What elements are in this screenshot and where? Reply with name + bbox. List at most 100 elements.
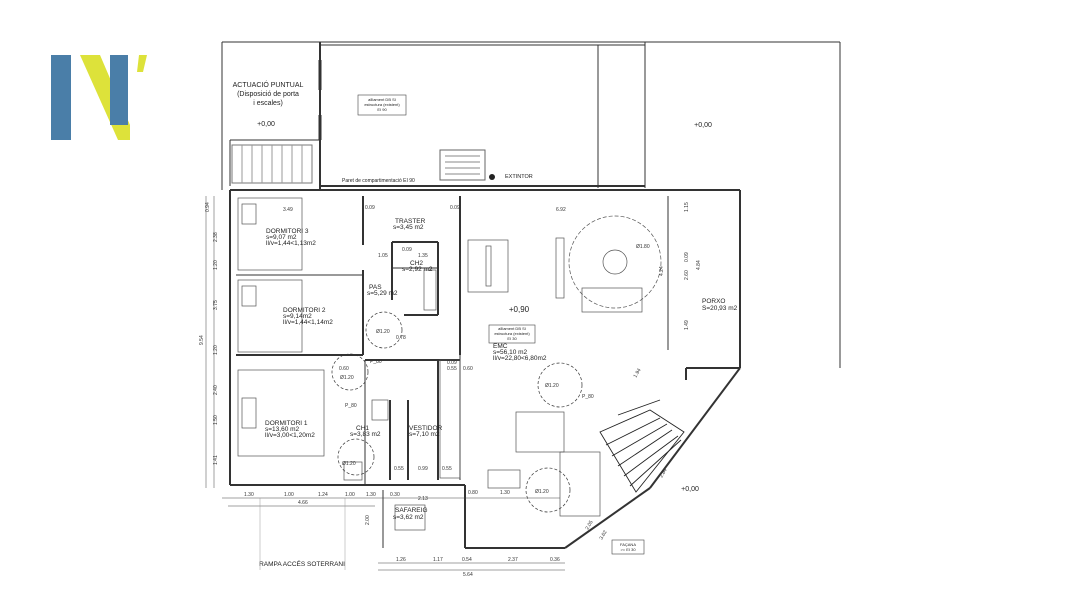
dim-bl-1: 1.30	[244, 492, 254, 498]
notes: ACTUACIÓ PUNTUAL (Disposició de porta i …	[233, 80, 712, 568]
dormitori3-light: ll/v=1,44<1,13m2	[266, 240, 316, 247]
level-living: +0,90	[509, 305, 530, 314]
dim-bm-4: 1.30	[500, 490, 510, 496]
dim-top-1: 3.49	[283, 207, 293, 213]
living-note-3: EI 30	[507, 336, 517, 341]
dim-bl-3: 1.24	[318, 492, 328, 498]
dim-i-18: 4.84	[696, 260, 702, 270]
dim-i-21: 3.62	[599, 529, 609, 541]
dim-i-9: 0.55	[442, 466, 452, 472]
dim-i-8: 0.55	[394, 466, 404, 472]
room-labels: DORMITORI 3 s=9,07 m2 ll/v=1,44<1,13m2 D…	[265, 218, 738, 521]
dim-i-5: 0.60	[463, 366, 473, 372]
dim-top-2: 0.09	[365, 205, 375, 211]
phi-label-5: Ø1.20	[535, 489, 549, 495]
dimension-lines	[205, 196, 565, 571]
facana-rating: >= EI 30	[620, 547, 636, 552]
pas-area: s=5,29 m2	[367, 290, 398, 297]
circle-labels: P_80 P_80 P_80 Ø1.20 Ø1.20 Ø1.20 Ø1.20 Ø…	[340, 244, 650, 495]
dim-i-16: 2.60	[684, 270, 690, 280]
dim-i-13: 4.24	[659, 266, 665, 276]
dormitori3-area: s=9,07 m2	[266, 234, 297, 241]
annex-note-3: EI 90	[377, 107, 387, 112]
traster-name: TRASTER	[395, 218, 426, 225]
logo-apostrophe	[137, 55, 147, 72]
dim-bl-2: 1.00	[284, 492, 294, 498]
p80-label-3: P_80	[582, 394, 594, 400]
dim-top-4: 6.92	[556, 207, 566, 213]
dim-b-4: 2.37	[508, 557, 518, 563]
dim-i-20: 2.84	[659, 467, 669, 479]
traster-area: s=3,45 m2	[393, 224, 424, 231]
logo-bar-right	[110, 55, 128, 125]
vestidor-name: VESTIDOR	[409, 425, 443, 432]
p80-label-2: P_80	[345, 403, 357, 409]
dim-i-15: 1.94	[633, 367, 643, 379]
level-right-top: +0,00	[694, 122, 712, 129]
dim-l-7: 9.54	[199, 335, 205, 345]
dormitori1-area: s=13,60 m2	[265, 426, 300, 433]
actuacio-line-3: i escales)	[253, 100, 283, 107]
dormitori3-name: DORMITORI 3	[266, 228, 309, 235]
dormitori1-light: ll/v=3,00<1,20m2	[265, 432, 315, 439]
facana-label: FAÇANA	[620, 542, 636, 547]
dim-l-5: 1.20	[213, 345, 219, 355]
dim-i-2: 1.35	[418, 253, 428, 259]
dim-l-1: 0.94	[205, 202, 211, 212]
dim-l-3: 1.20	[213, 260, 219, 270]
safareig-name: SAFAREIG	[395, 507, 428, 514]
dim-i-11: 0.78	[396, 335, 406, 341]
dim-l-4: 3.75	[213, 300, 219, 310]
dim-i-1: 1.05	[378, 253, 388, 259]
dim-bl-5: 1.30	[366, 492, 376, 498]
staircase	[599, 399, 685, 493]
dormitori1-name: DORMITORI 1	[265, 420, 308, 427]
dim-i-7: 0.99	[418, 466, 428, 472]
dim-bm-2: 2.13	[418, 496, 428, 502]
dim-l-8: 1.50	[213, 415, 219, 425]
actuacio-line-1: ACTUACIÓ PUNTUAL	[233, 80, 304, 89]
extintor-label: EXTINTOR	[505, 174, 533, 180]
dim-l-6: 2.40	[213, 385, 219, 395]
annex-note-2: estructura (existent)	[364, 102, 400, 107]
furniture	[237, 197, 662, 531]
dim-b-1: 1.26	[396, 557, 406, 563]
dim-l-9: 1.41	[213, 455, 219, 465]
phi-label-1: Ø1.20	[340, 375, 354, 381]
dim-l-2: 2.38	[213, 232, 219, 242]
porxo-area: S=20,93 m2	[702, 305, 738, 312]
company-logo	[51, 55, 147, 140]
ch2-area: s=2,92 m2	[402, 266, 433, 273]
annex-note-box	[357, 94, 407, 116]
dim-bm-3: 0.80	[468, 490, 478, 496]
dim-i-19: 2.00	[365, 515, 371, 525]
dormitori2-light: ll/v=1,44<1,14m2	[283, 319, 333, 326]
p80-label-1: P_80	[370, 359, 382, 365]
dim-b-3: 0.54	[462, 557, 472, 563]
dim-top-3: 0.09	[450, 205, 460, 211]
ch1-area: s=3,83 m2	[350, 431, 381, 438]
turning-circles	[331, 311, 583, 513]
safareig-area: s=3,62 m2	[393, 514, 424, 521]
dim-b-2: 1.17	[433, 557, 443, 563]
living-note-box	[488, 324, 536, 344]
dim-bl-4: 1.00	[345, 492, 355, 498]
dim-b-6: 5.64	[463, 572, 473, 578]
level-left: +0,00	[257, 121, 275, 128]
phi180-label: Ø1.80	[636, 244, 650, 250]
dim-i-17: 1.49	[684, 320, 690, 330]
fire-wall-note: Paret de compartimentació EI 90	[342, 178, 415, 184]
dim-i-3: 0.09	[402, 247, 412, 253]
dim-i-10: 0.60	[339, 366, 349, 372]
dim-i-14: 0.09	[684, 252, 690, 262]
dim-bl-6: 4.66	[298, 500, 308, 506]
dim-i-22: 2.05	[585, 519, 595, 531]
level-right-bottom: +0,00	[681, 486, 699, 493]
extinguisher-icon	[489, 174, 495, 180]
living-note-2: estructura (existent)	[494, 331, 530, 336]
emc-light: ll/v=22,80<6,80m2	[493, 355, 547, 362]
vestidor-area: s=7,10 m2	[409, 431, 440, 438]
dim-b-5: 0.36	[550, 557, 560, 563]
dimension-texts: 3.49 0.09 0.09 6.92 1.30 1.00 1.24 1.00 …	[199, 202, 702, 578]
